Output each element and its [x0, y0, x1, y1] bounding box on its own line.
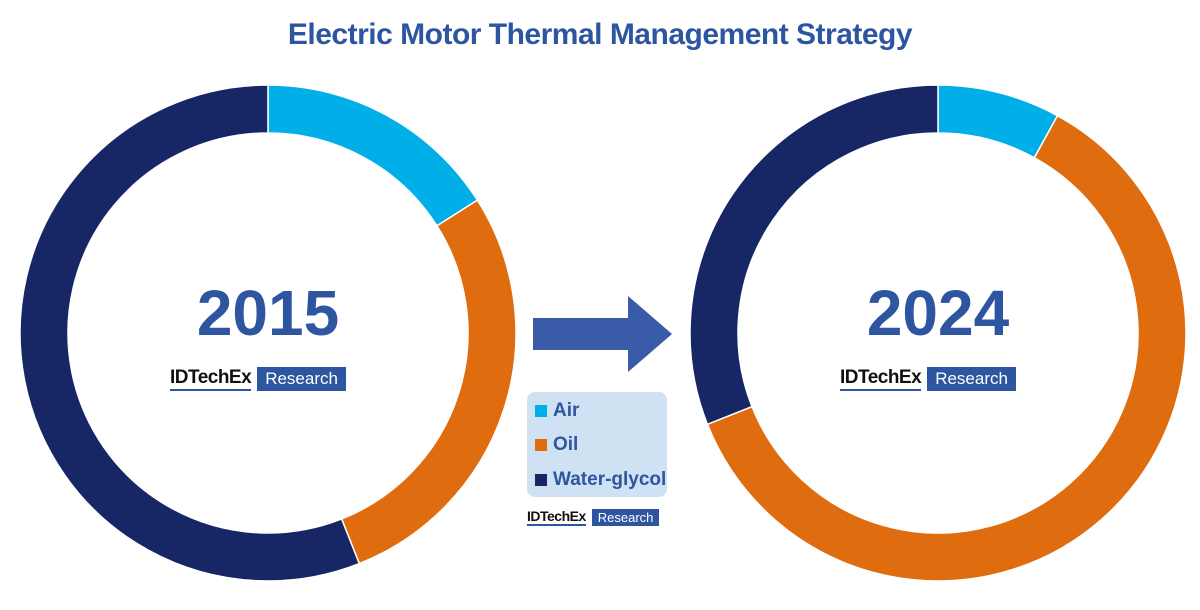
legend: Air Oil Water-glycol: [527, 392, 667, 497]
donut-slice-2024-water-glycol: [689, 84, 939, 426]
logo-suffix: Research: [927, 367, 1016, 391]
logo-brand: IDTechEx: [527, 508, 586, 526]
year-label: 2024: [867, 277, 1010, 349]
legend-item-water-glycol: Water-glycol: [535, 469, 666, 491]
logo-brand: IDTechEx: [840, 367, 922, 391]
donut-slice-2015-oil: [340, 199, 517, 565]
donut-slice-2015-air: [267, 84, 479, 227]
legend-label: Water-glycol: [553, 469, 667, 490]
logo-suffix: Research: [591, 508, 660, 526]
chart-title: Electric Motor Thermal Management Strate…: [287, 18, 913, 51]
logo-legend: IDTechEx Research: [527, 508, 660, 526]
year-label: 2015: [197, 277, 339, 349]
logo-suffix: Research: [257, 367, 346, 391]
legend-label: Oil: [553, 434, 579, 455]
legend-swatch: [535, 439, 547, 451]
arrow-icon: [533, 296, 672, 372]
donut-slice-2015-water-glycol: [19, 84, 361, 582]
legend-swatch: [535, 474, 547, 486]
legend-item-air: Air: [535, 400, 579, 422]
legend-swatch: [535, 405, 547, 417]
donut-slice-2024-oil: [706, 114, 1187, 582]
legend-item-oil: Oil: [535, 434, 578, 456]
logo-brand: IDTechEx: [170, 367, 252, 391]
logo-2024: IDTechEx Research: [840, 367, 1016, 391]
logo-2015: IDTechEx Research: [170, 367, 346, 391]
legend-label: Air: [553, 400, 580, 421]
